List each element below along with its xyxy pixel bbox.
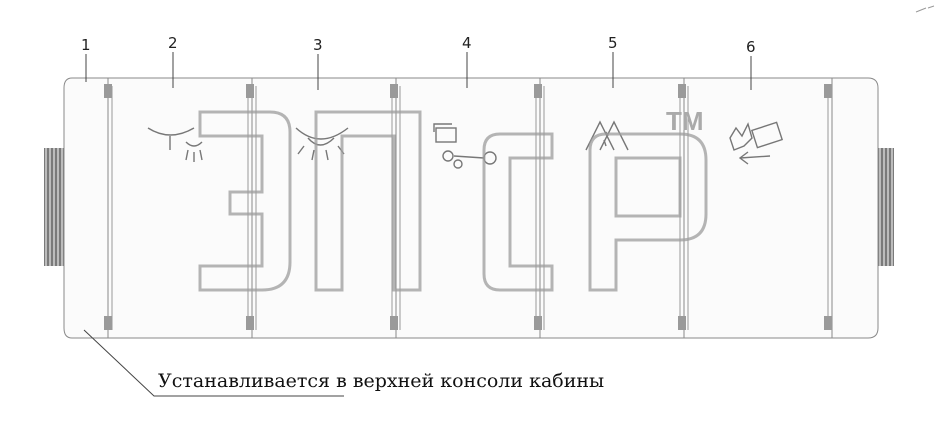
callout-leaders: [85, 52, 752, 90]
switch-panel-5[interactable]: [539, 77, 685, 339]
callout-3: 3: [313, 36, 323, 54]
callout-4: 4: [462, 34, 472, 52]
callout-1: 1: [81, 36, 91, 54]
left-knob: [44, 148, 64, 266]
caption-leader: [83, 329, 344, 397]
switch-panel-4[interactable]: [395, 77, 541, 339]
callout-2: 2: [168, 34, 178, 52]
switch-panel-3[interactable]: [251, 77, 397, 339]
switch-panel-2[interactable]: [107, 77, 253, 339]
trademark-mark: TM: [666, 106, 704, 136]
watermark-logo: [198, 110, 708, 292]
right-end-cap: [831, 77, 879, 339]
callout-6: 6: [746, 38, 756, 56]
callout-5: 5: [608, 34, 618, 52]
reading-light-icon: [147, 127, 203, 162]
left-end-cap: [63, 77, 109, 339]
corner-mark: [915, 5, 935, 13]
switch-panel-6[interactable]: [683, 77, 833, 339]
truck-tilt-icon: [729, 121, 784, 165]
right-knob: [878, 148, 894, 266]
installation-caption: Устанавливается в верхней консоли кабины: [158, 370, 604, 392]
